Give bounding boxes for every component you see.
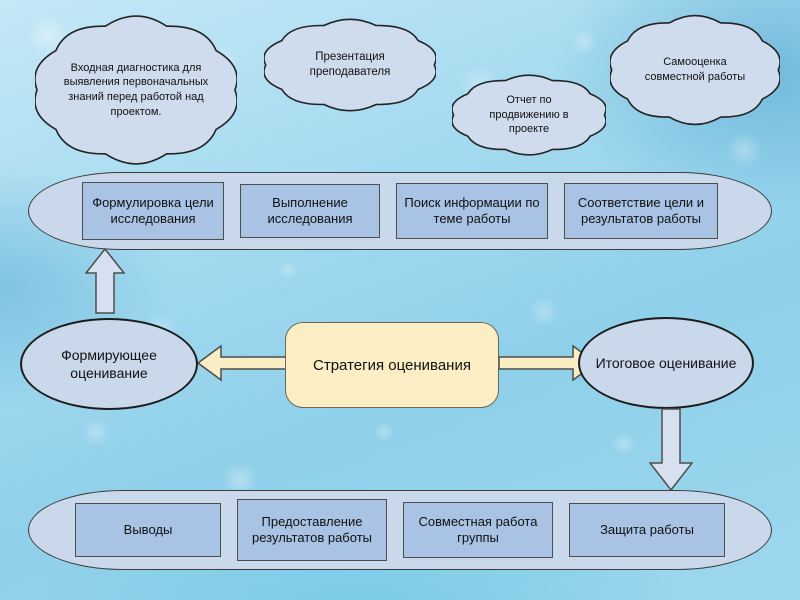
cloud-entry-diagnostics-label: Входная диагностика для выявления первон… [63, 61, 209, 118]
stage-box-information-search: Поиск информации по теме работы [396, 183, 548, 239]
cloud-self-assessment-label: Самооценка совместной работы [644, 56, 746, 83]
stage-box-group-work: Совместная работа группы [403, 502, 553, 558]
arrow-up-icon [85, 248, 125, 314]
arrow-left-icon [197, 344, 287, 382]
cloud-icon [264, 18, 436, 112]
stage-box-research-execution: Выполнение исследования [240, 184, 380, 238]
arrow-right-icon [498, 344, 597, 382]
stage-box-conclusions: Выводы [75, 503, 221, 557]
summative-stages-band: Выводы Предоставление результатов работы… [28, 490, 772, 570]
cloud-progress-report: Отчет по продвижению в проекте [452, 74, 606, 156]
cloud-icon [610, 14, 780, 126]
stage-box-results-presentation: Предоставление результатов работы [237, 499, 387, 561]
cloud-teacher-presentation-label: Презентация преподавателя [309, 50, 391, 78]
stage-box-goal-result-match: Соответствие цели и результатов работы [564, 183, 718, 239]
cloud-progress-report-label: Отчет по продвижению в проекте [489, 94, 569, 136]
cloud-entry-diagnostics: Входная диагностика для выявления первон… [35, 14, 237, 166]
formative-stages-band: Формулировка цели исследования Выполнени… [28, 172, 772, 250]
stage-box-goal-formulation: Формулировка цели исследования [82, 182, 224, 240]
stage-box-work-defense: Защита работы [569, 503, 725, 557]
summative-assessment-oval: Итоговое оценивание [578, 317, 754, 409]
cloud-teacher-presentation: Презентация преподавателя [264, 18, 436, 112]
cloud-icon [452, 74, 606, 156]
formative-assessment-oval: Формирующее оценивание [20, 318, 198, 410]
cloud-self-assessment: Самооценка совместной работы [610, 14, 780, 126]
arrow-down-icon [649, 408, 693, 492]
cloud-icon [35, 14, 237, 166]
assessment-strategy-box: Стратегия оценивания [285, 322, 499, 408]
